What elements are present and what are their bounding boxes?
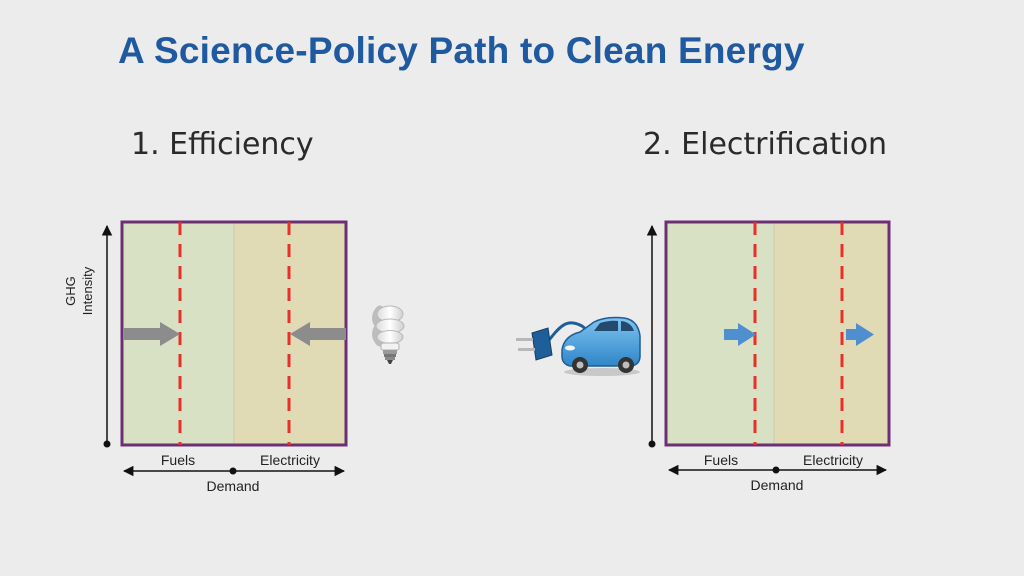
efficiency-heading: 1. Efficiency xyxy=(131,127,314,162)
chart-frame xyxy=(664,220,891,447)
x-axis-label-demand: Demand xyxy=(751,477,804,493)
fuels-rightward-arrow xyxy=(724,323,756,346)
plug-icon xyxy=(516,327,553,361)
x-axis-midpoint-dot xyxy=(772,466,780,474)
left-inward-arrow xyxy=(124,322,180,346)
fuels-region xyxy=(666,222,774,445)
y-axis-label-ghg: GHG xyxy=(63,276,78,306)
y-axis-origin-dot xyxy=(648,440,656,448)
x-axis-midpoint-dot xyxy=(229,467,237,475)
x-label-electricity: Electricity xyxy=(260,452,320,468)
y-axis-origin-dot xyxy=(103,440,111,448)
efficiency-panel: GHG Intensity Fuels Electricity Demand xyxy=(63,220,348,494)
x-label-fuels: Fuels xyxy=(161,452,195,468)
y-axis-label-intensity: Intensity xyxy=(80,266,95,315)
electrification-panel: Fuels Electricity Demand xyxy=(646,220,891,493)
x-axis-label-demand: Demand xyxy=(207,478,260,494)
x-label-electricity: Electricity xyxy=(803,452,863,468)
electrification-heading: 2. Electrification xyxy=(643,127,888,162)
light-bulb-icon xyxy=(372,305,405,364)
slide-title: A Science-Policy Path to Clean Energy xyxy=(118,30,805,71)
x-label-fuels: Fuels xyxy=(704,452,738,468)
electric-car-icon xyxy=(516,316,641,376)
right-inward-arrow xyxy=(290,322,346,346)
electricity-rightward-arrow xyxy=(846,323,874,346)
